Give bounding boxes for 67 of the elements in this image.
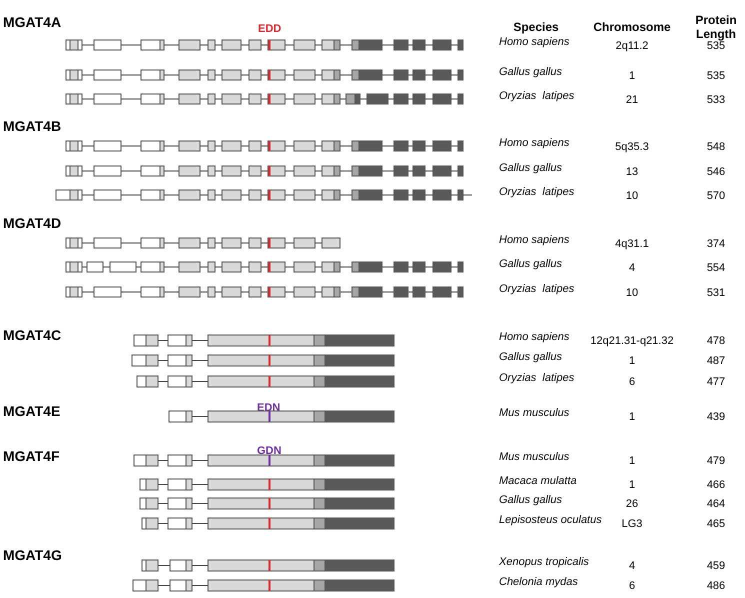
- species-name: Homo sapiens: [499, 330, 570, 345]
- species-name: Oryzias latipes: [499, 185, 574, 200]
- species-name: Oryzias latipes: [499, 371, 574, 386]
- chromosome-label: 6: [628, 375, 636, 390]
- species-name: Mus musculus: [499, 450, 570, 465]
- column-header: Species: [512, 20, 560, 34]
- chromosome-label: 4q31.1: [614, 237, 650, 252]
- species-name: Chelonia mydas: [499, 575, 578, 590]
- protein-length: 478: [706, 334, 726, 349]
- chromosome-label: 13: [624, 165, 640, 180]
- species-name: Oryzias latipes: [499, 89, 574, 104]
- species-name: Gallus gallus: [499, 350, 562, 365]
- protein-length: 464: [706, 497, 726, 512]
- motif-label: EDD: [258, 22, 282, 37]
- species-name: Homo sapiens: [499, 233, 570, 248]
- protein-length: 570: [706, 189, 726, 204]
- chromosome-label: 10: [624, 286, 640, 301]
- gene-name: MGAT4G: [3, 546, 62, 565]
- gene-name: MGAT4C: [3, 326, 62, 345]
- chromosome-label: 1: [628, 69, 636, 84]
- chromosome-label: 1: [628, 354, 636, 369]
- protein-length: 535: [706, 69, 726, 84]
- chromosome-label: 26: [624, 497, 640, 512]
- protein-length: 479: [706, 454, 726, 469]
- species-name: Gallus gallus: [499, 65, 562, 80]
- protein-length: 487: [706, 354, 726, 369]
- protein-length: 374: [706, 237, 726, 252]
- chromosome-label: 6: [628, 579, 636, 594]
- motif-label: GDN: [257, 444, 282, 459]
- column-header: Chromosome: [592, 20, 672, 34]
- species-name: Lepisosteus oculatus: [499, 513, 602, 528]
- chromosome-label: 1: [628, 454, 636, 469]
- protein-length: 459: [706, 559, 726, 574]
- protein-length: 546: [706, 165, 726, 180]
- species-name: Homo sapiens: [499, 136, 570, 151]
- protein-length: 535: [706, 40, 726, 54]
- protein-length: 486: [706, 579, 726, 594]
- chromosome-label: 1: [628, 410, 636, 425]
- protein-length: 466: [706, 478, 726, 493]
- species-name: Homo sapiens: [499, 35, 570, 50]
- species-name: Gallus gallus: [499, 257, 562, 272]
- chromosome-label: 10: [624, 189, 640, 204]
- gene-name: MGAT4A: [3, 13, 62, 32]
- protein-length: 554: [706, 261, 726, 276]
- species-name: Oryzias latipes: [499, 282, 574, 297]
- column-header: Protein Length: [694, 13, 738, 41]
- species-name: Macaca mulatta: [499, 474, 577, 489]
- species-name: Mus musculus: [499, 406, 570, 421]
- protein-length: 477: [706, 375, 726, 390]
- species-name: Gallus gallus: [499, 493, 562, 508]
- species-name: Xenopus tropicalis: [499, 555, 589, 570]
- chromosome-label: 2q11.2: [614, 39, 650, 54]
- protein-length: 548: [706, 140, 726, 155]
- protein-length: 531: [706, 286, 726, 301]
- species-name: Gallus gallus: [499, 161, 562, 176]
- gene-name: MGAT4D: [3, 214, 62, 233]
- gene-name: MGAT4E: [3, 402, 60, 421]
- chromosome-label: 12q21.31-q21.32: [589, 334, 675, 349]
- protein-length: 533: [706, 93, 726, 108]
- chromosome-label: 21: [624, 93, 640, 108]
- gene-name: MGAT4B: [3, 117, 62, 136]
- chromosome-label: 4: [628, 261, 636, 276]
- gene-name: MGAT4F: [3, 447, 60, 466]
- chromosome-label: 1: [628, 478, 636, 493]
- protein-length: 439: [706, 410, 726, 425]
- chromosome-label: 5q35.3: [614, 140, 650, 155]
- protein-length: 465: [706, 517, 726, 532]
